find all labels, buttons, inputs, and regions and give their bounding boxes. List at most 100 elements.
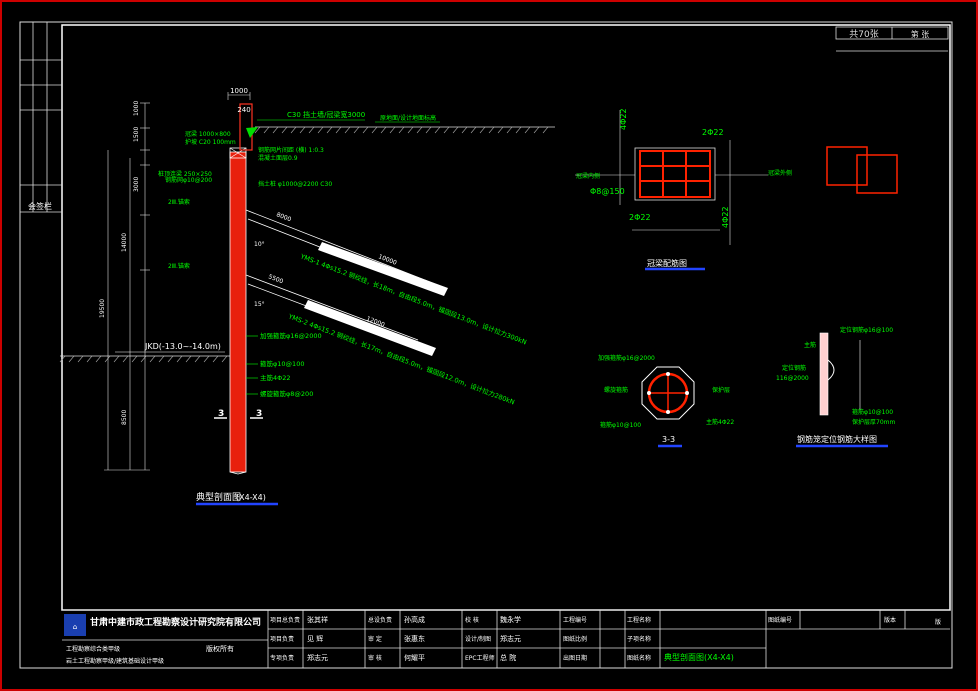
beam-dim-side: 4Φ22 [721,206,730,228]
license-line-1: 工程勘察综合类甲级 [66,645,120,653]
name-field-2: 子项名称 [627,635,651,643]
design-role-3: EPC工程师 [465,654,495,662]
beam-dim-2: 2Φ22 [702,128,724,137]
rebar-note-1: 加强箍筋φ16@2000 [260,331,322,340]
copyright: 版权所有 [206,644,234,653]
project-role-3: 专项负责 [270,654,294,662]
anchor-angle-2: 15° [254,301,265,308]
section-33-title: 3-3 [662,435,675,444]
title-block [62,609,950,668]
retaining-wall [239,103,253,151]
pile-note-7: 钢筋网φ10@200 [165,176,212,184]
project-field-2: 图纸比例 [563,635,587,643]
detail-note-1: 定位钢筋φ16@100 [840,326,893,334]
beam-section-title: 冠梁配筋图 [647,258,687,268]
cut-mark-right: 3 [256,409,262,419]
cap-beam [229,147,247,159]
dim-1500: 1500 [133,127,140,142]
project-name-3: 郑志元 [307,653,328,662]
pile-note-9: 2Ⅲ.锚索 [168,262,190,270]
check-role-1: 总设负责 [368,616,392,624]
detail-note-2: 主筋 [804,341,816,349]
dim-8500: 8500 [121,410,128,425]
ground-note: 原地面/设计地面标高 [380,114,436,122]
beam-dim-bottom: 2Φ22 [629,213,651,222]
inner-frame [61,24,951,611]
detail-note-4: 116@2000 [776,375,809,382]
cut-mark-left: 3 [218,409,224,419]
dim-240: 240 [237,106,250,114]
cap-label: C30 挡土墙/冠梁宽3000 [287,110,365,119]
slope-protection [246,127,258,138]
anchor-dim-1: 8000 [275,211,292,223]
beam-dim-top: 4Φ22 [619,108,628,130]
ground-hatch-bottom [59,355,228,363]
detail-title: 钢筋笼定位钢筋大样图 [797,434,877,444]
name-field-1: 工程名称 [627,616,651,624]
pile-note-3: 钢筋网片间距 (横) 1:0.3 [258,146,324,154]
pile-note-5: 挡土桩 φ1000@2200 C30 [258,180,332,188]
sheet-counter [835,26,949,52]
version-value: 版 [935,618,941,626]
beam-dim-stirrup: Φ8@150 [590,187,625,196]
left-dimension-chain [104,102,150,471]
design-role-2: 设计/制图 [465,635,491,643]
anchor-angle-1: 10° [254,241,265,248]
dim-3000: 3000 [133,177,140,192]
project-name-2: 见 辉 [307,635,323,643]
company-logo [64,614,86,636]
project-role-1: 项目总负责 [270,616,300,624]
s33-note-1: 加强箍筋φ16@2000 [598,354,655,362]
name-field-3: 图纸名称 [627,654,651,662]
beam-reference-sketch [826,146,898,194]
check-role-2: 审 定 [368,635,382,643]
rebar-note-3: 主筋4Φ22 [260,373,291,382]
pile-note-4: 混凝土面层0.9 [258,154,298,162]
pile-note-8: 2Ⅲ.锚索 [168,198,190,206]
license-line-2: 岩土工程勘察甲级/建筑基础设计甲级 [66,657,164,665]
design-name-3: 总 院 [500,653,516,662]
sheet-total: 共70张 [849,29,878,40]
design-name-2: 郑志元 [500,634,521,643]
check-role-3: 审 核 [368,654,382,662]
pile-tip [229,471,247,475]
anchor-1[interactable] [245,209,448,296]
record-label: 会签栏 [28,201,52,211]
detail-drawing[interactable] [819,332,861,416]
beam-section[interactable] [575,110,768,245]
check-name-1: 孙高成 [404,615,425,624]
beam-outer-label: 冠梁外侧 [768,169,792,177]
project-name-1: 张其祥 [307,615,328,624]
binding-strip [20,21,62,213]
s33-note-2: 螺旋箍筋 [604,386,628,394]
check-name-3: 何耀平 [404,653,425,662]
section-33-drawing[interactable] [641,366,695,420]
dim-19500: 19500 [99,299,106,318]
drawing-no-label: 图纸编号 [768,616,792,624]
section-main-title: 典型剖面图 [196,491,241,503]
sheet-page: 第 张 [911,29,930,39]
project-field-1: 工程编号 [563,616,587,624]
design-name-1: 魏永学 [500,615,521,624]
detail-note-5: 箍筋φ10@100 [852,408,893,416]
version-label: 版本 [884,616,896,624]
ground-hatch-top [254,126,549,134]
title-block-cells: 项目总负责张其祥项目负责见 辉专项负责郑志元总设负责孙高成审 定张惠东审 核何耀… [270,615,734,662]
pile-note-1: 冠梁 1000×800 [185,130,231,138]
s33-note-4: 箍筋φ10@100 [600,421,641,429]
excavation-level: JKD(-13.0~-14.0m) [144,342,221,351]
logo-glyph: ⌂ [73,623,77,631]
section-main-title-suffix: (X4-X4) [236,493,266,502]
rebar-note-2: 箍筋φ10@100 [260,359,304,368]
top-dimension [227,92,251,100]
retaining-pile[interactable] [229,151,247,473]
anchor-2[interactable] [245,274,436,356]
detail-note-6: 保护层厚70mm [852,418,895,426]
design-role-1: 校 核 [465,616,479,624]
pile-note-2: 护坡 C20 100mm [185,138,236,146]
drawing-name-value: 典型剖面图(X4-X4) [664,652,734,662]
